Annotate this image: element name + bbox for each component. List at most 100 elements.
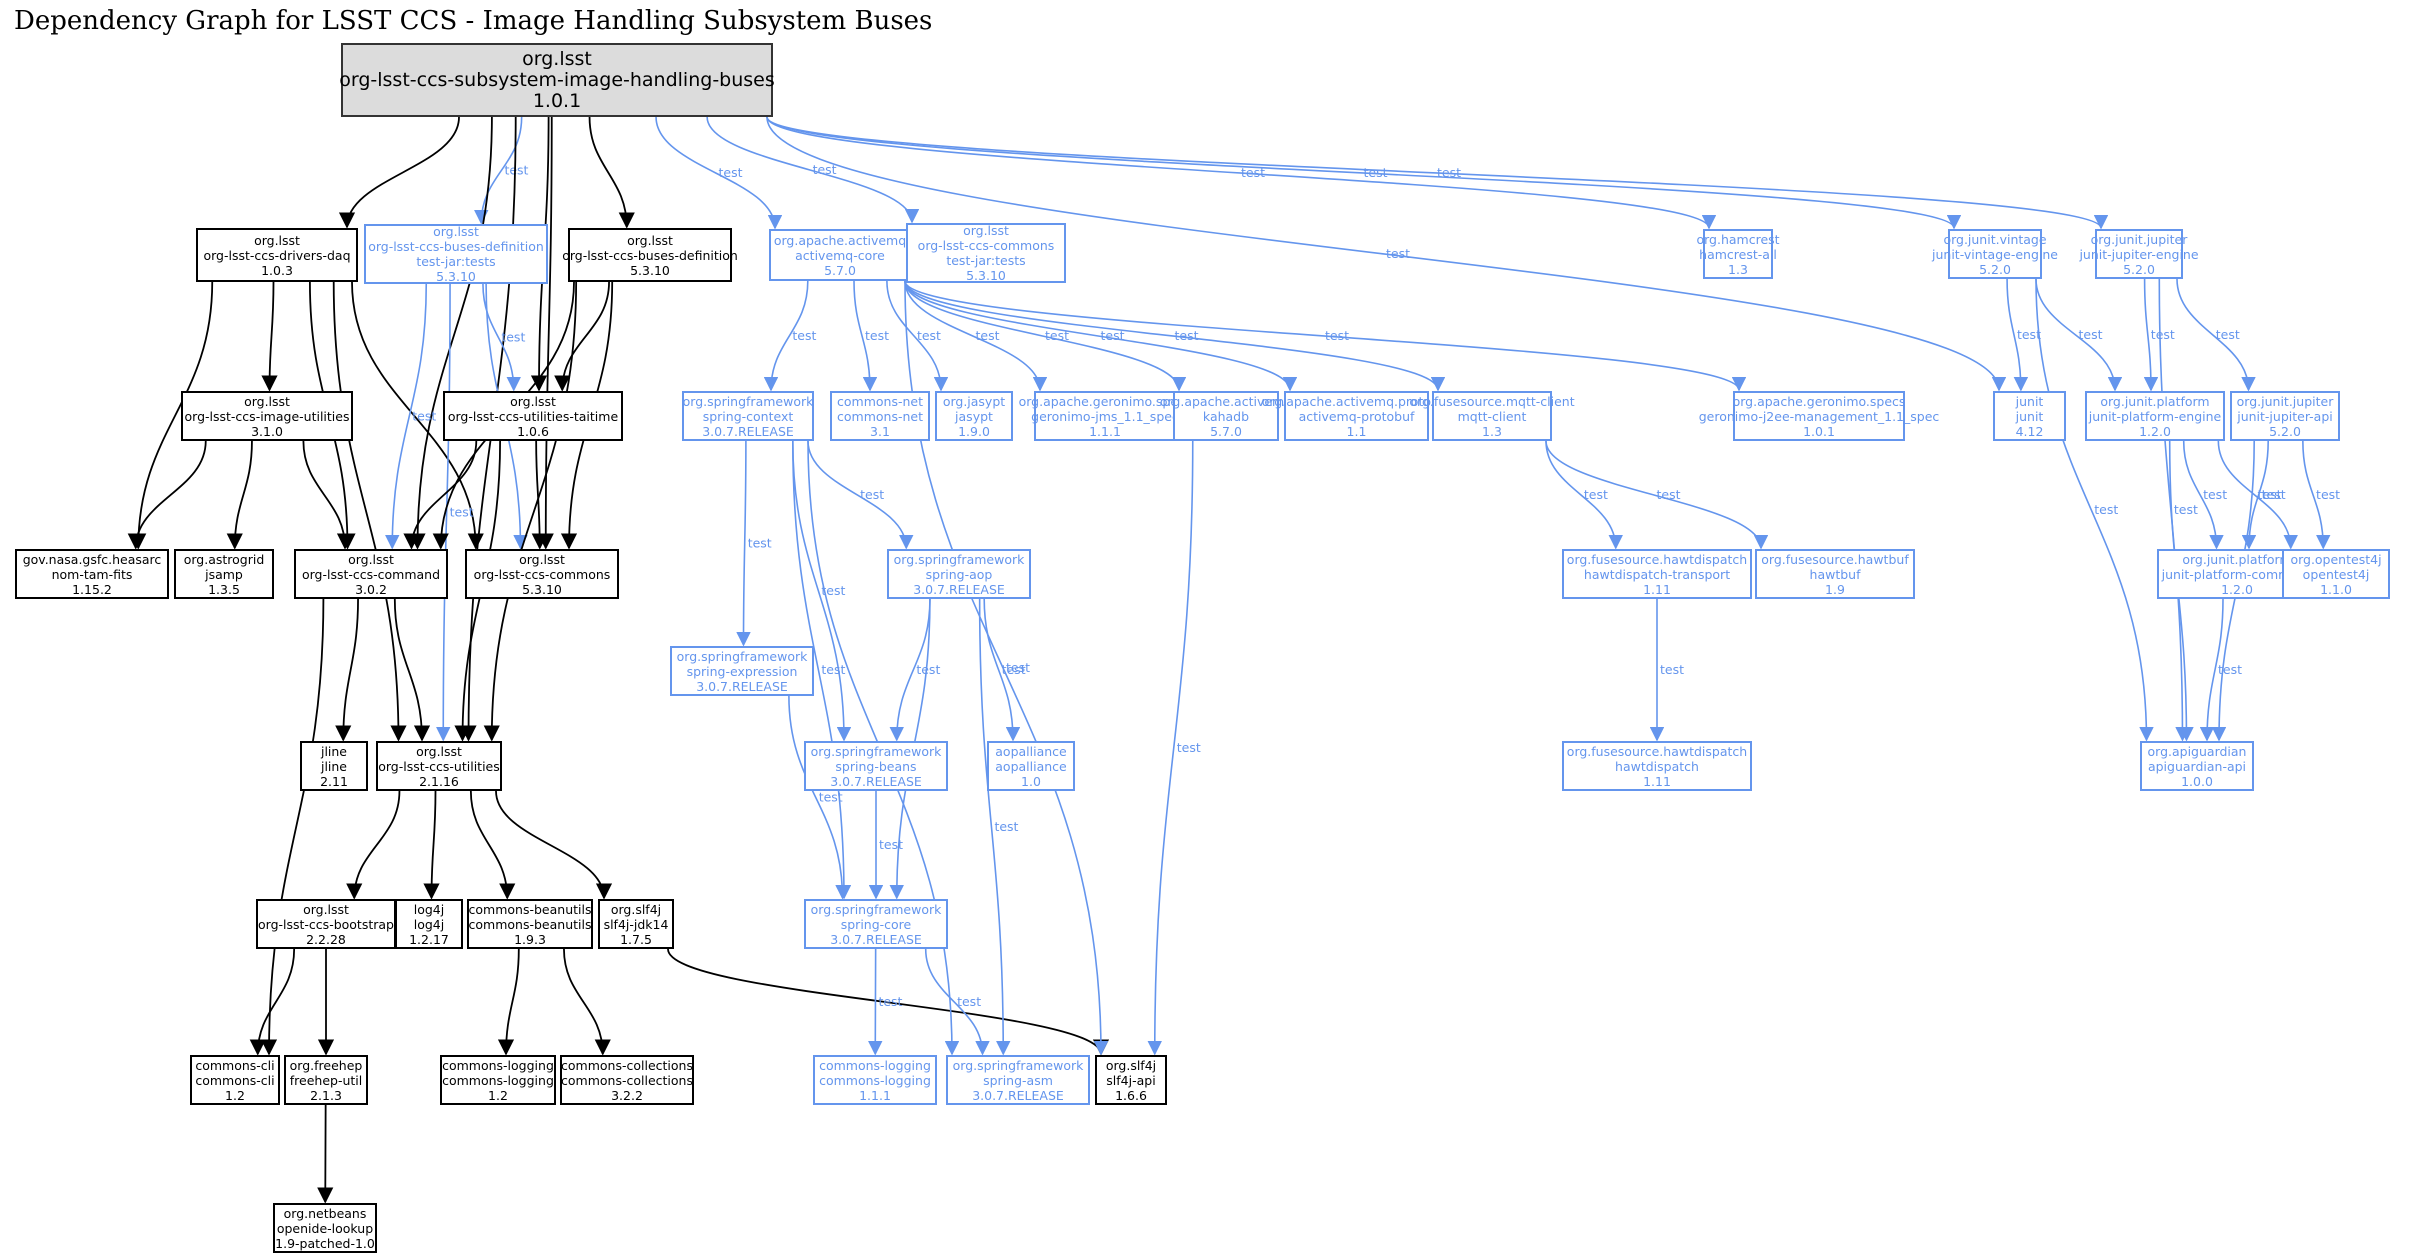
edge-root-to-junit xyxy=(766,116,2007,392)
node-label-line: 1.0.0 xyxy=(2181,773,2213,789)
node-label-line: 3.1.0 xyxy=(251,423,283,439)
node-label-line: 1.9.0 xyxy=(958,423,990,439)
node-label-line: commons-logging xyxy=(819,1072,931,1088)
edge-buses-def-to-taitime xyxy=(554,281,610,392)
node-label-line: org.apiguardian xyxy=(2147,743,2247,759)
node-label-line: 5.3.10 xyxy=(630,262,670,278)
node-label-line: log4j xyxy=(413,916,445,932)
edge-spring-aop-to-aopalliance xyxy=(983,598,1021,742)
node-label-line: nom-tam-fits xyxy=(51,566,133,582)
node-label-line: spring-aop xyxy=(925,566,993,582)
node-label-line: spring-asm xyxy=(983,1072,1053,1088)
edge-label-test: test xyxy=(1002,662,1026,677)
edge-drivers-daq-to-nom-tam-fits xyxy=(130,281,214,550)
node-label-line: org.lsst xyxy=(348,551,394,567)
edge-label-test: test xyxy=(2174,502,2198,517)
edge-root-to-jupiter-engine xyxy=(766,116,2108,230)
edge-spring-aop-to-spring-asm xyxy=(978,598,1011,1056)
edge-label-test: test xyxy=(2316,487,2340,502)
node-label-line: spring-context xyxy=(702,408,794,424)
edge-label-test: test xyxy=(2079,327,2103,342)
node-label-line: org-lsst-ccs-commons xyxy=(473,566,611,582)
edge-label-test: test xyxy=(994,819,1018,834)
edge-label-test: test xyxy=(504,163,528,178)
node-label-line: activemq-core xyxy=(795,247,885,263)
node-label-line: hamcrest-all xyxy=(1699,246,1777,262)
edge-activemq-core-to-jasypt xyxy=(886,280,949,392)
node-label-line: org.jasypt xyxy=(942,393,1006,409)
node-label-line: jline xyxy=(320,743,348,759)
node-label-line: org-lsst-ccs-utilities xyxy=(378,758,500,774)
edge-activemq-core-to-kahadb xyxy=(904,280,1187,392)
edge-label-test: test xyxy=(1101,328,1125,343)
node-label-line: 3.0.2 xyxy=(355,581,387,597)
edge-label-test: test xyxy=(450,505,474,520)
node-label-line: org.springframework xyxy=(893,551,1025,567)
node-label-line: org-lsst-ccs-subsystem-image-handling-bu… xyxy=(339,68,775,91)
edge-label-test: test xyxy=(1657,487,1681,502)
node-label-line: jasypt xyxy=(955,408,993,424)
node-label-line: org-lsst-ccs-buses-definition xyxy=(562,247,738,263)
edge-ccs-utilities-to-commons-beanutils xyxy=(469,790,516,900)
node-label-line: apiguardian-api xyxy=(2147,758,2247,774)
edge-spring-context-to-spring-core xyxy=(792,440,852,900)
node-label-line: spring-beans xyxy=(835,758,917,774)
edge-label-test: test xyxy=(501,330,525,345)
node-label-line: org.lsst xyxy=(522,47,592,70)
edge-ccs-command-to-commons-cli xyxy=(260,598,325,1056)
edge-jupiter-engine-to-jupiter-api xyxy=(2176,278,2256,392)
node-label-line: org-lsst-ccs-command xyxy=(301,566,441,582)
edge-label-test: test xyxy=(2203,487,2227,502)
